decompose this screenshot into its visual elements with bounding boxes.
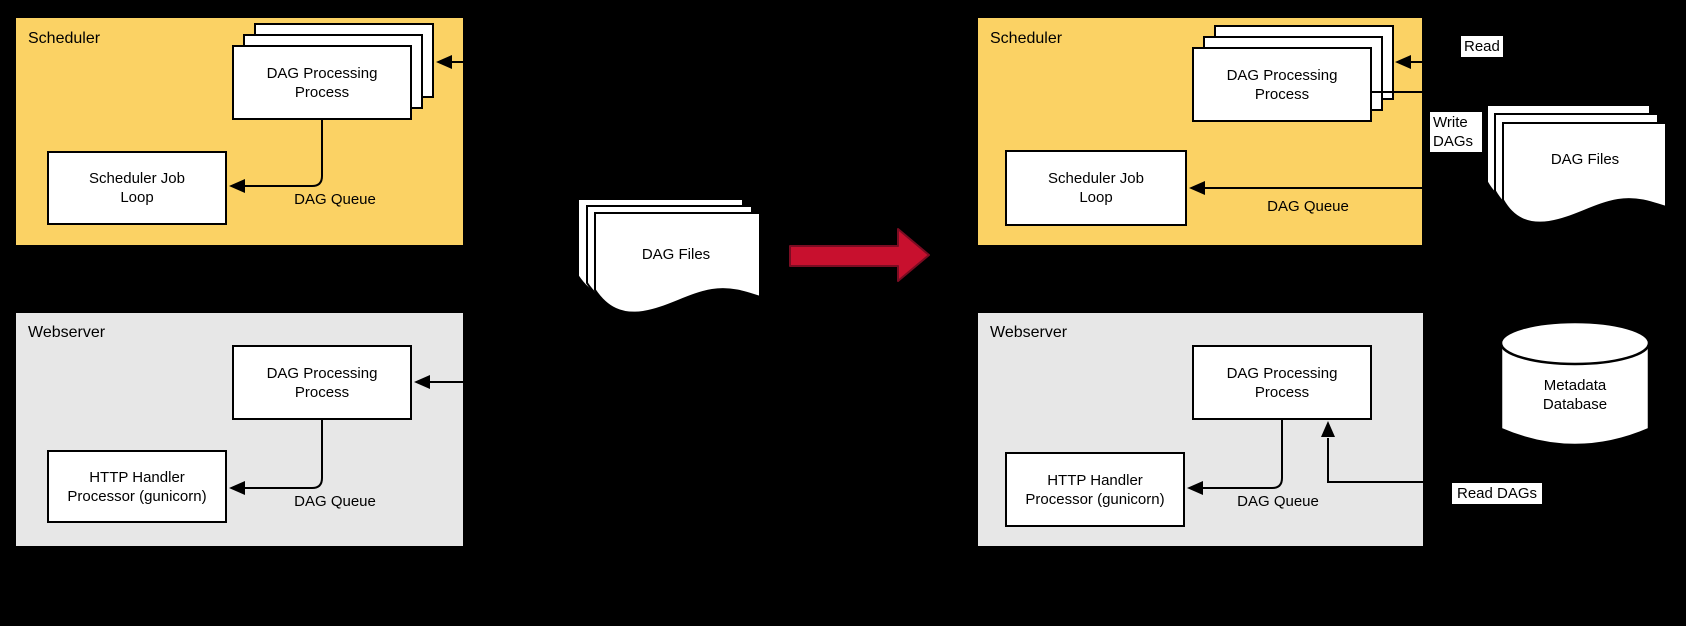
left-scheduler-dag-processing-label: DAG Processing Process [266,64,378,101]
left-webserver-dag-processing-node: DAG Processing Process [232,345,412,420]
left-scheduler-job-loop-label: Scheduler Job Loop [89,170,185,206]
right-webserver-dag-processing-node: DAG Processing Process [1192,345,1372,420]
read-label-chip: Read [1461,36,1503,57]
left-scheduler-dag-queue-label: DAG Queue [294,191,376,208]
left-webserver-dag-processing-label: DAG Processing Process [266,364,378,401]
right-webserver-dag-queue-label: DAG Queue [1237,493,1319,510]
write-dags-label-chip: Write DAGs [1430,112,1482,152]
metadata-database-label: Metadata Database [1542,377,1608,413]
right-scheduler-title: Scheduler [990,30,1063,47]
left-scheduler-job-loop-node: Scheduler Job Loop [47,151,227,225]
left-scheduler-dag-processing-node: DAG Processing Process [232,45,412,120]
read-dags-label-chip: Read DAGs [1452,483,1543,504]
left-webserver-dag-queue-label: DAG Queue [294,493,376,510]
right-scheduler-dag-queue-label: DAG Queue [1267,198,1349,215]
left-scheduler-title: Scheduler [28,30,101,47]
right-webserver-http-handler-node: HTTP Handler Processor (gunicorn) [1005,452,1185,527]
right-webserver-http-handler-label: HTTP Handler Processor (gunicorn) [1025,471,1165,508]
right-scheduler-dag-processing-label: DAG Processing Process [1226,66,1338,103]
transition-arrow-icon [789,228,930,282]
right-dag-files-label: DAG Files [1550,151,1620,168]
left-webserver-http-handler-node: HTTP Handler Processor (gunicorn) [47,450,227,523]
right-scheduler-job-loop-node: Scheduler Job Loop [1005,150,1187,226]
right-scheduler-job-loop-label: Scheduler Job Loop [1048,170,1144,206]
right-scheduler-dag-processing-node: DAG Processing Process [1192,47,1372,122]
right-webserver-title: Webserver [990,324,1068,341]
left-webserver-http-handler-label: HTTP Handler Processor (gunicorn) [67,468,207,505]
left-webserver-title: Webserver [28,324,106,341]
dag-files-label: DAG Files [641,246,711,263]
right-webserver-dag-processing-label: DAG Processing Process [1226,364,1338,401]
